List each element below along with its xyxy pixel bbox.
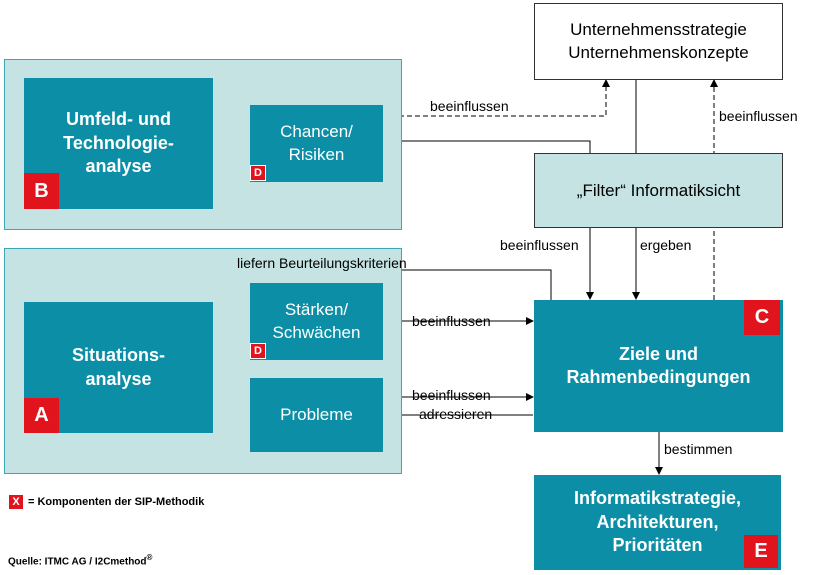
informatik-line2: Architekturen,: [596, 511, 719, 532]
informatik-line3: Prioritäten: [612, 535, 703, 556]
badge-c: C: [744, 300, 780, 335]
box-ziele-rahmenbedingungen: Ziele und Rahmenbedingungen: [534, 300, 783, 432]
line-chancen-to-filter: [383, 140, 591, 153]
staerken-line2: Schwächen: [272, 322, 361, 342]
badge-e: E: [744, 535, 778, 568]
source-text: Quelle: ITMC AG / I2Cmethod: [8, 556, 147, 568]
arrow-chancen-to-strategie: [383, 79, 610, 117]
probleme-line1: Probleme: [280, 405, 353, 424]
situation-line1: Situations-: [72, 345, 165, 366]
label-beeinflussen-staerken: beeinflussen: [412, 313, 491, 329]
umfeld-line2: Technologie-: [63, 132, 174, 153]
label-liefern-kriterien: liefern Beurteilungskriterien: [237, 255, 407, 271]
box-unternehmensstrategie: Unternehmensstrategie Unternehmenskonzep…: [534, 3, 783, 80]
box-informatikstrategie: Informatikstrategie, Architekturen, Prio…: [534, 475, 781, 570]
staerken-line1: Stärken/: [284, 300, 349, 320]
chancen-line1: Chancen/: [280, 122, 353, 142]
label-beeinflussen-filter: beeinflussen: [500, 237, 579, 253]
ziele-line1: Ziele und: [618, 343, 698, 364]
badge-d-staerken: D: [250, 343, 266, 359]
label-beeinflussen-right: beeinflussen: [719, 108, 798, 124]
filter-line1: „Filter“ Informatiksicht: [576, 180, 741, 200]
box-filter-informatiksicht: „Filter“ Informatiksicht: [534, 153, 783, 228]
ziele-line2: Rahmenbedingungen: [566, 367, 751, 387]
box-umfeld-technologie-analyse: Umfeld- und Technologie- analyse: [24, 78, 213, 209]
informatik-line1: Informatikstrategie,: [573, 488, 742, 509]
box-staerken-schwaechen: Stärken/ Schwächen: [250, 283, 383, 360]
box-chancen-risiken: Chancen/ Risiken: [250, 105, 383, 182]
badge-d-chancen: D: [250, 165, 266, 181]
source-trademark: ®: [146, 553, 153, 562]
source-note: Quelle: ITMC AG / I2Cmethod®: [8, 553, 152, 567]
label-bestimmen: bestimmen: [664, 441, 733, 457]
label-beeinflussen-top: beeinflussen: [430, 98, 509, 114]
badge-a: A: [24, 398, 59, 433]
umfeld-line1: Umfeld- und: [65, 109, 171, 130]
situation-line2: analyse: [85, 368, 152, 389]
label-beeinflussen-probleme: beeinflussen: [412, 387, 491, 403]
label-adressieren: adressieren: [419, 406, 493, 422]
strategie-line1: Unternehmensstrategie: [570, 20, 747, 40]
legend-text: = Komponenten der SIP-Methodik: [28, 496, 205, 508]
label-ergeben: ergeben: [640, 237, 692, 253]
badge-b: B: [24, 173, 59, 209]
box-probleme: Probleme: [250, 378, 383, 452]
strategie-line2: Unternehmenskonzepte: [568, 42, 749, 62]
chancen-line2: Risiken: [288, 144, 345, 164]
legend-badge-x: X: [8, 494, 24, 510]
umfeld-line3: analyse: [85, 156, 152, 177]
